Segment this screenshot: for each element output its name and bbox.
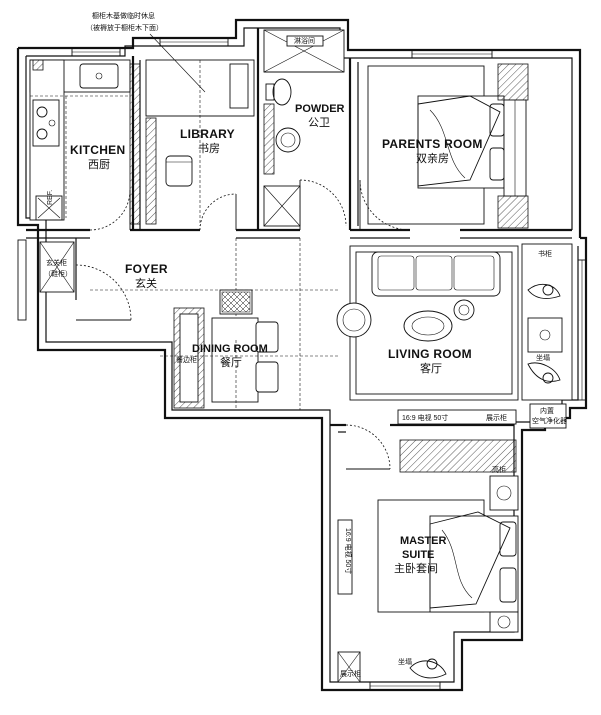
dining-room-label-en: DINING ROOM	[192, 343, 268, 355]
dining-room-label-cn: 餐厅	[220, 355, 242, 369]
cabinet-living-top-label: 书柜	[538, 249, 552, 258]
master-suite-fixtures	[337, 475, 519, 683]
powder-fixtures	[263, 29, 345, 227]
sideboard-label: 餐边柜	[176, 355, 197, 364]
windows	[17, 37, 587, 691]
annotation-line2: （被褥放于橱柜木下面）	[86, 23, 163, 32]
parents-room-label-cn: 双亲房	[416, 151, 449, 165]
powder-label-en: POWDER	[295, 103, 345, 115]
dining-fixtures	[160, 289, 340, 409]
foyer-label-cn: 玄关	[135, 276, 157, 290]
kitchen-fixtures	[29, 59, 141, 225]
foyer-label-en: FOYER	[125, 262, 168, 276]
shoe-cabinet-label-2: （鞋柜）	[44, 269, 72, 278]
tall-cabinet-label: 高柜	[492, 465, 506, 474]
library-label-en: LIBRARY	[180, 127, 235, 141]
tv-living-label: 16:9 电视 50寸	[402, 413, 448, 422]
center-lines	[235, 238, 301, 410]
annotation-line1: 橱柜木基做临时休息	[92, 11, 155, 20]
master-suite-label-en-1: MASTER	[400, 535, 447, 547]
living-room-label-en: LIVING ROOM	[388, 347, 472, 361]
shoe-cabinet-label-1: 玄关柜	[46, 258, 67, 267]
annotation-leader	[149, 33, 206, 93]
parents-room-label-en: PARENTS ROOM	[382, 137, 483, 151]
fridge-label: REF.	[47, 190, 54, 205]
purifier-label-2: 空气净化器	[532, 416, 567, 425]
kitchen-label-en: KITCHEN	[70, 143, 125, 157]
library-fixtures	[145, 59, 255, 226]
living-fixtures	[336, 243, 573, 473]
powder-label-cn: 公卫	[308, 117, 330, 129]
kitchen-label-cn: 西厨	[88, 158, 110, 171]
shower-label: 淋浴间	[294, 36, 315, 45]
storage-living-label: 展示柜	[486, 413, 507, 422]
foyer-fixtures	[39, 238, 340, 340]
tv-master-label: 16:9 电视 50寸	[344, 528, 353, 574]
purifier-label-1: 内置	[540, 406, 554, 415]
library-label-cn: 书房	[198, 142, 220, 155]
window-seat-master-label: 坐塌	[398, 657, 412, 666]
cabinet-master-label: 展示柜	[340, 669, 361, 678]
master-suite-label-cn: 主卧套间	[394, 562, 438, 575]
window-seat-living-label: 坐塌	[536, 353, 550, 362]
parents-room-fixtures	[367, 63, 529, 229]
living-room-label-cn: 客厅	[420, 361, 442, 375]
master-suite-label-en-2: SUITE	[402, 549, 434, 561]
